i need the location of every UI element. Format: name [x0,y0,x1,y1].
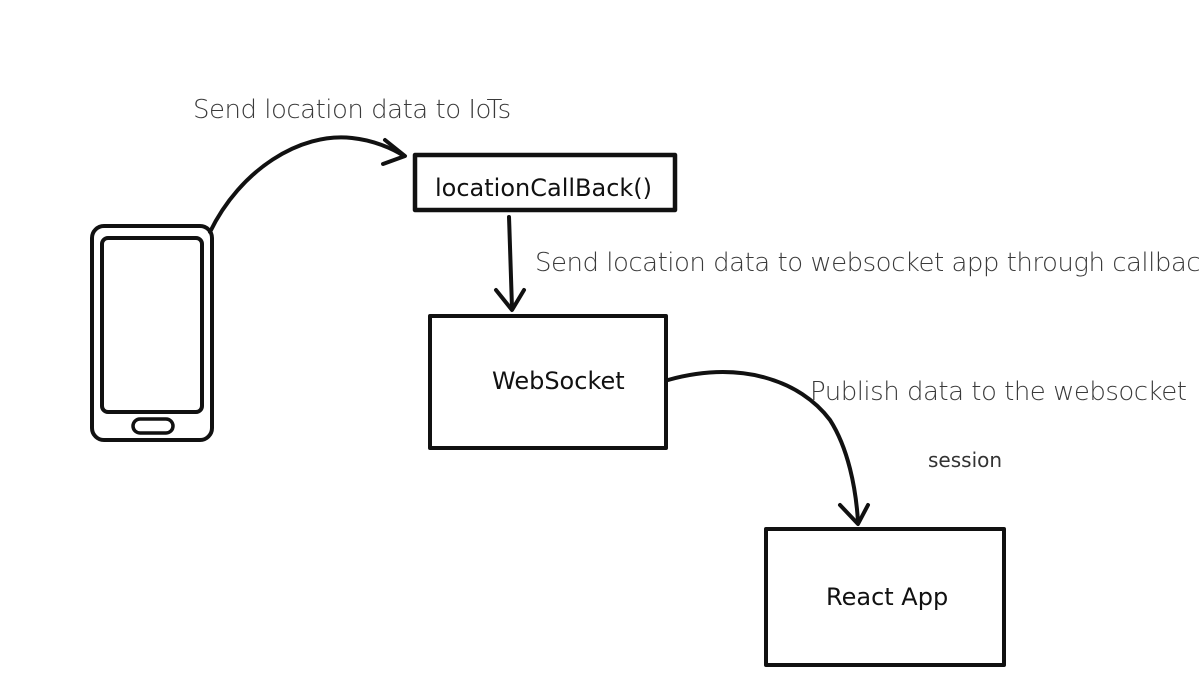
callback-box [412,152,678,213]
edge-label-send-to-websocket: Send location data to websocket app thro… [535,248,1200,278]
react-app-label: React App [826,583,948,611]
edge-label-publish-session: session [928,448,1002,472]
react-app-box [764,527,1006,667]
edge-label-send-to-iots: Send location data to IoTs [193,95,511,125]
edge-phone-to-callback [208,135,407,234]
callback-label: locationCallBack() [435,174,652,202]
phone-icon [90,224,214,442]
edge-websocket-to-react [666,370,870,526]
websocket-box [428,314,668,450]
edge-callback-to-websocket [494,215,526,312]
edge-label-publish: Publish data to the websocket [810,377,1186,407]
websocket-label: WebSocket [492,367,625,395]
